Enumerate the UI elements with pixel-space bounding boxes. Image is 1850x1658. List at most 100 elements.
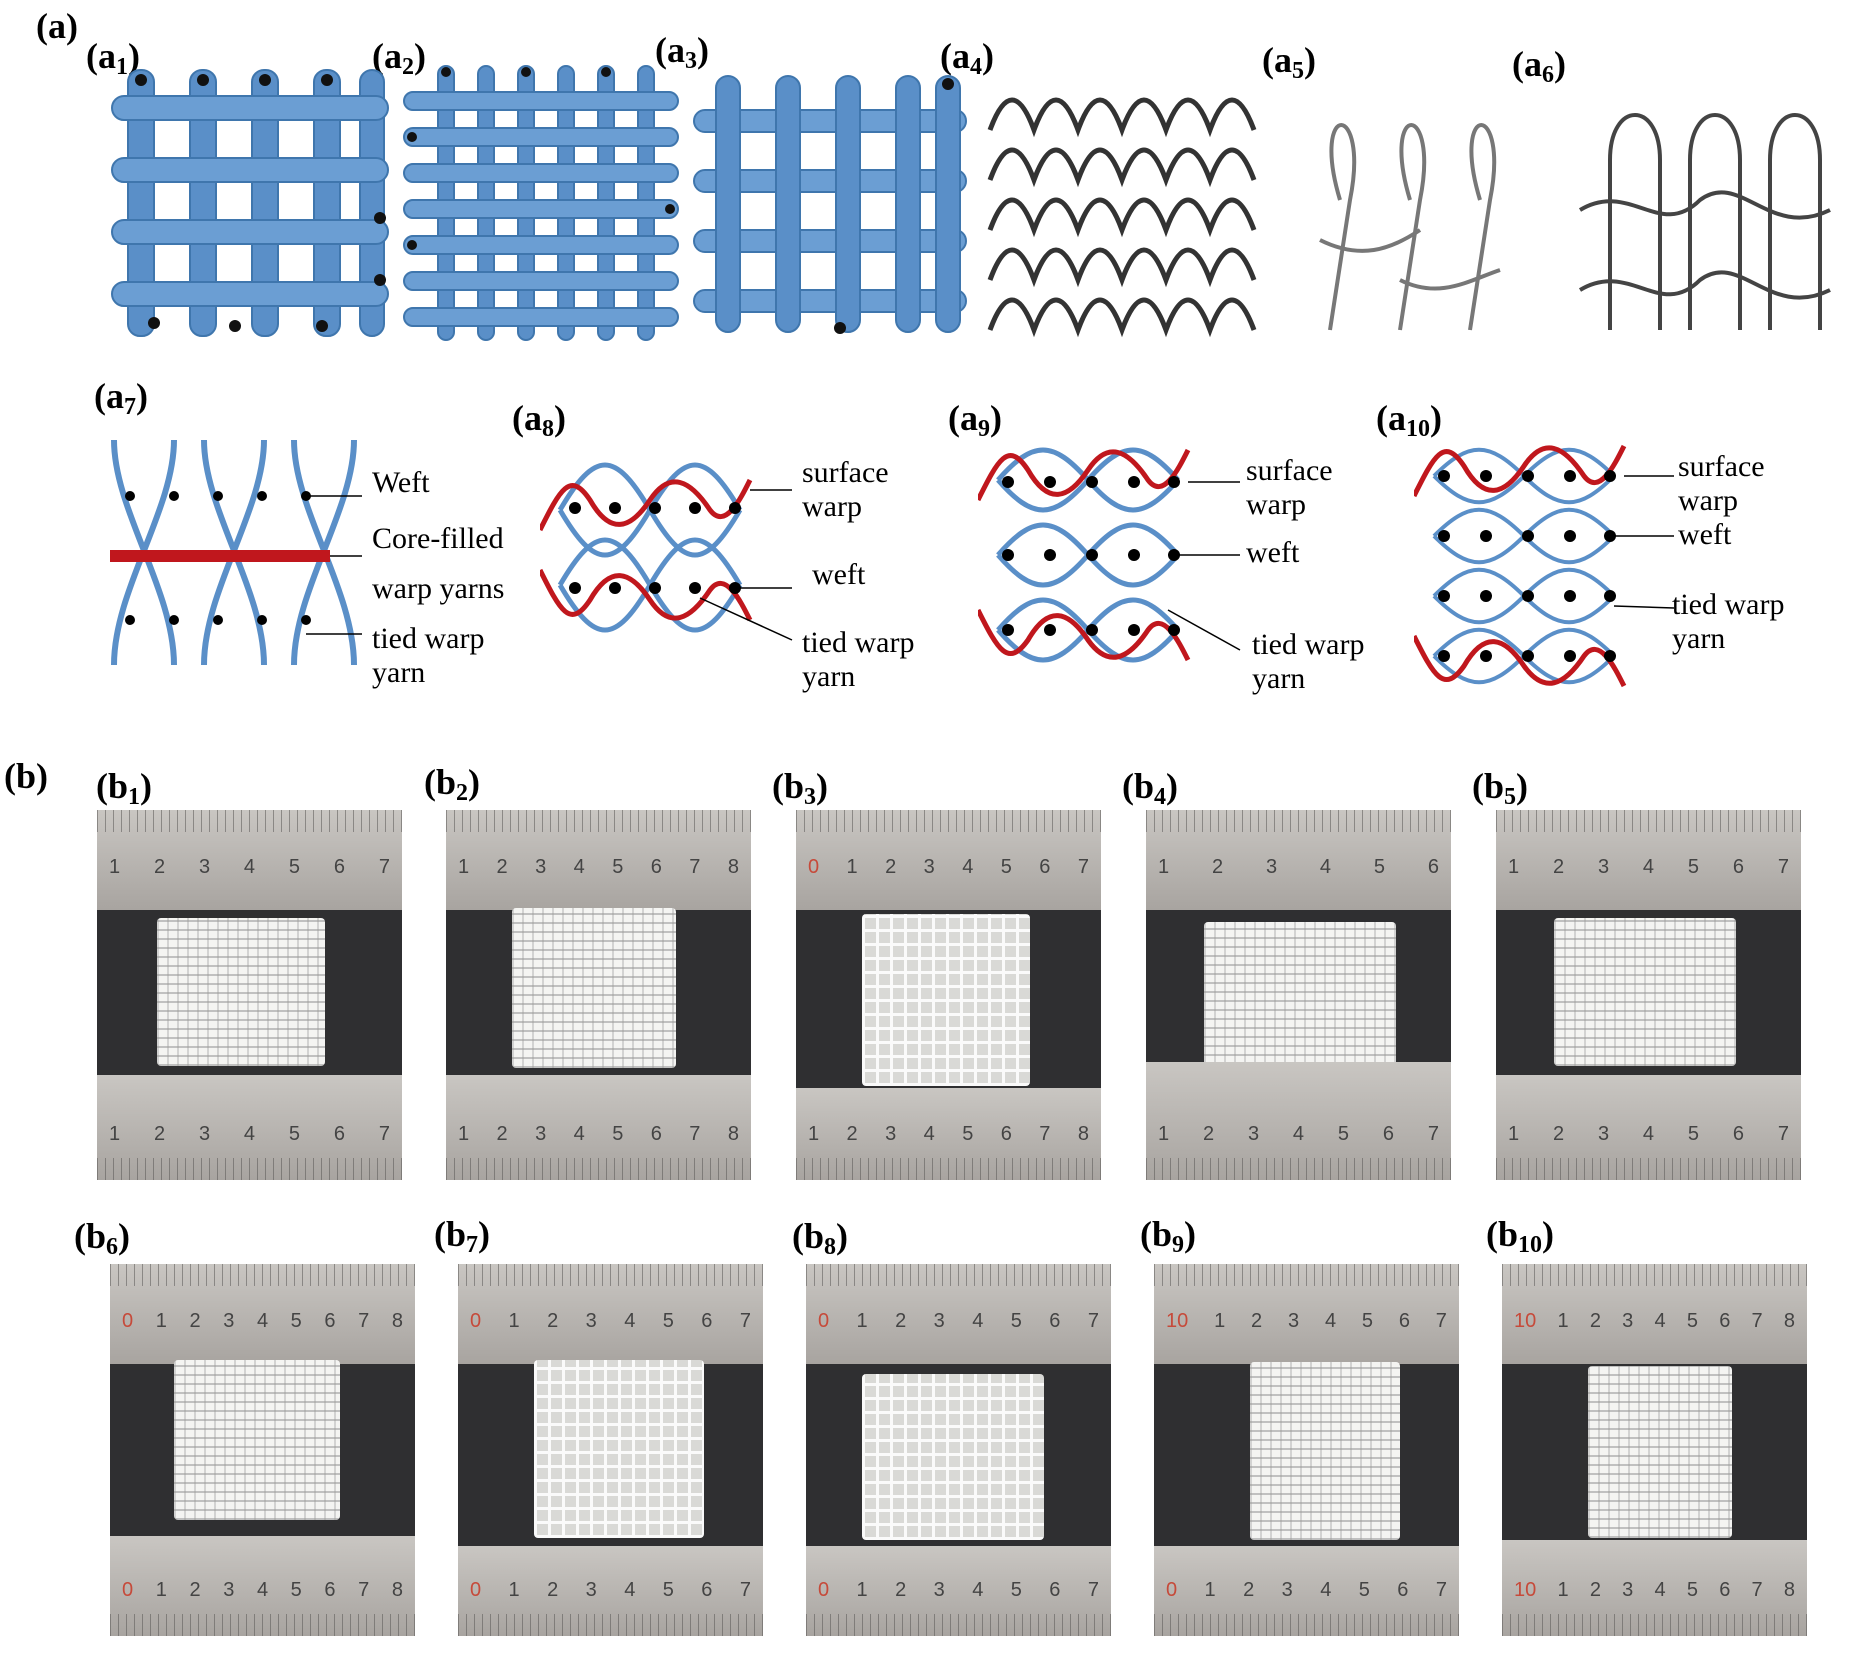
warp-knit-loops	[1578, 113, 1831, 330]
section-a-label: (a)	[36, 6, 78, 46]
weft-yarn	[111, 95, 389, 121]
panel-label-b10: (b10)	[1486, 1214, 1555, 1258]
weft-yarn	[111, 281, 389, 307]
four-layer-cross-section	[1414, 444, 1675, 688]
label-surface-warp: surface warp	[802, 456, 889, 523]
panel-label-b1: (b1)	[96, 766, 153, 810]
panel-label-b6: (b6)	[74, 1216, 131, 1260]
leader-lines	[1167, 481, 1241, 651]
warp-yarn	[251, 69, 279, 337]
label-tied-warp-yarn: tied warp yarn	[1252, 628, 1365, 695]
fabric-sample	[862, 914, 1030, 1086]
weft-dots	[569, 502, 741, 594]
label-weft: weft	[812, 558, 866, 591]
weft-dots	[1438, 470, 1616, 662]
label-weft: Weft	[372, 466, 430, 499]
leader-lines	[306, 495, 362, 635]
twill-weave-illustration	[693, 75, 967, 334]
warp-yarn	[189, 69, 217, 337]
panel-label-a1: (a1)	[86, 36, 140, 80]
warp-knit-drawing-2	[1570, 80, 1840, 342]
panel-label-a7: (a7)	[94, 376, 148, 420]
core-filled-cross-section	[110, 439, 362, 666]
label-tied-warp-yarn: tied warp yarn	[372, 622, 485, 689]
warp-yarn	[359, 69, 385, 337]
core-filled-warp	[110, 550, 330, 562]
fabric-sample	[1250, 1362, 1400, 1540]
yarn-ends	[407, 67, 675, 250]
plain-weave-illustration	[111, 69, 389, 337]
yarn-ends	[834, 78, 954, 334]
fabric-sample	[1204, 922, 1396, 1074]
weft-dots	[125, 491, 311, 625]
label-surface-warp: surface warp	[1246, 454, 1333, 521]
three-layer-structure: surface warp weft tied warp yarn	[978, 440, 1398, 695]
warp-knit-loops	[1319, 123, 1501, 331]
panel-label-b8: (b8)	[792, 1216, 849, 1260]
label-weft: weft	[1678, 518, 1732, 551]
panel-label-a6: (a6)	[1512, 44, 1566, 88]
weft-yarns	[111, 95, 389, 307]
label-tied-warp-yarn: tied warp yarn	[802, 626, 915, 693]
two-layer-structure: surface warp weft tied warp yarn	[540, 440, 945, 693]
panel-label-a3: (a3)	[655, 30, 709, 74]
leader-lines	[699, 489, 793, 641]
leader-lines	[1613, 475, 1675, 609]
section-b-label: (b)	[4, 756, 48, 796]
panel-label-a9: (a9)	[948, 398, 1002, 442]
fabric-sample	[512, 908, 676, 1068]
label-weft: weft	[1246, 536, 1300, 569]
panel-label-b4: (b4)	[1122, 766, 1179, 810]
panel-label-b9: (b9)	[1140, 1214, 1197, 1258]
fabric-sample	[1588, 1366, 1732, 1538]
yarn-ends	[135, 74, 386, 332]
fabric-sample	[534, 1360, 704, 1538]
weft-yarns	[403, 91, 679, 327]
tied-warp-yarns	[1432, 447, 1616, 685]
label-surface-warp: surface warp	[1678, 450, 1765, 517]
core-filled-structure: Weft Core-filled warp yarns tied warp ya…	[100, 430, 530, 689]
two-layer-cross-section	[540, 462, 793, 641]
fabric-sample	[157, 918, 325, 1066]
weft-knit-loops	[987, 97, 1257, 338]
three-layer-cross-section	[978, 447, 1241, 663]
